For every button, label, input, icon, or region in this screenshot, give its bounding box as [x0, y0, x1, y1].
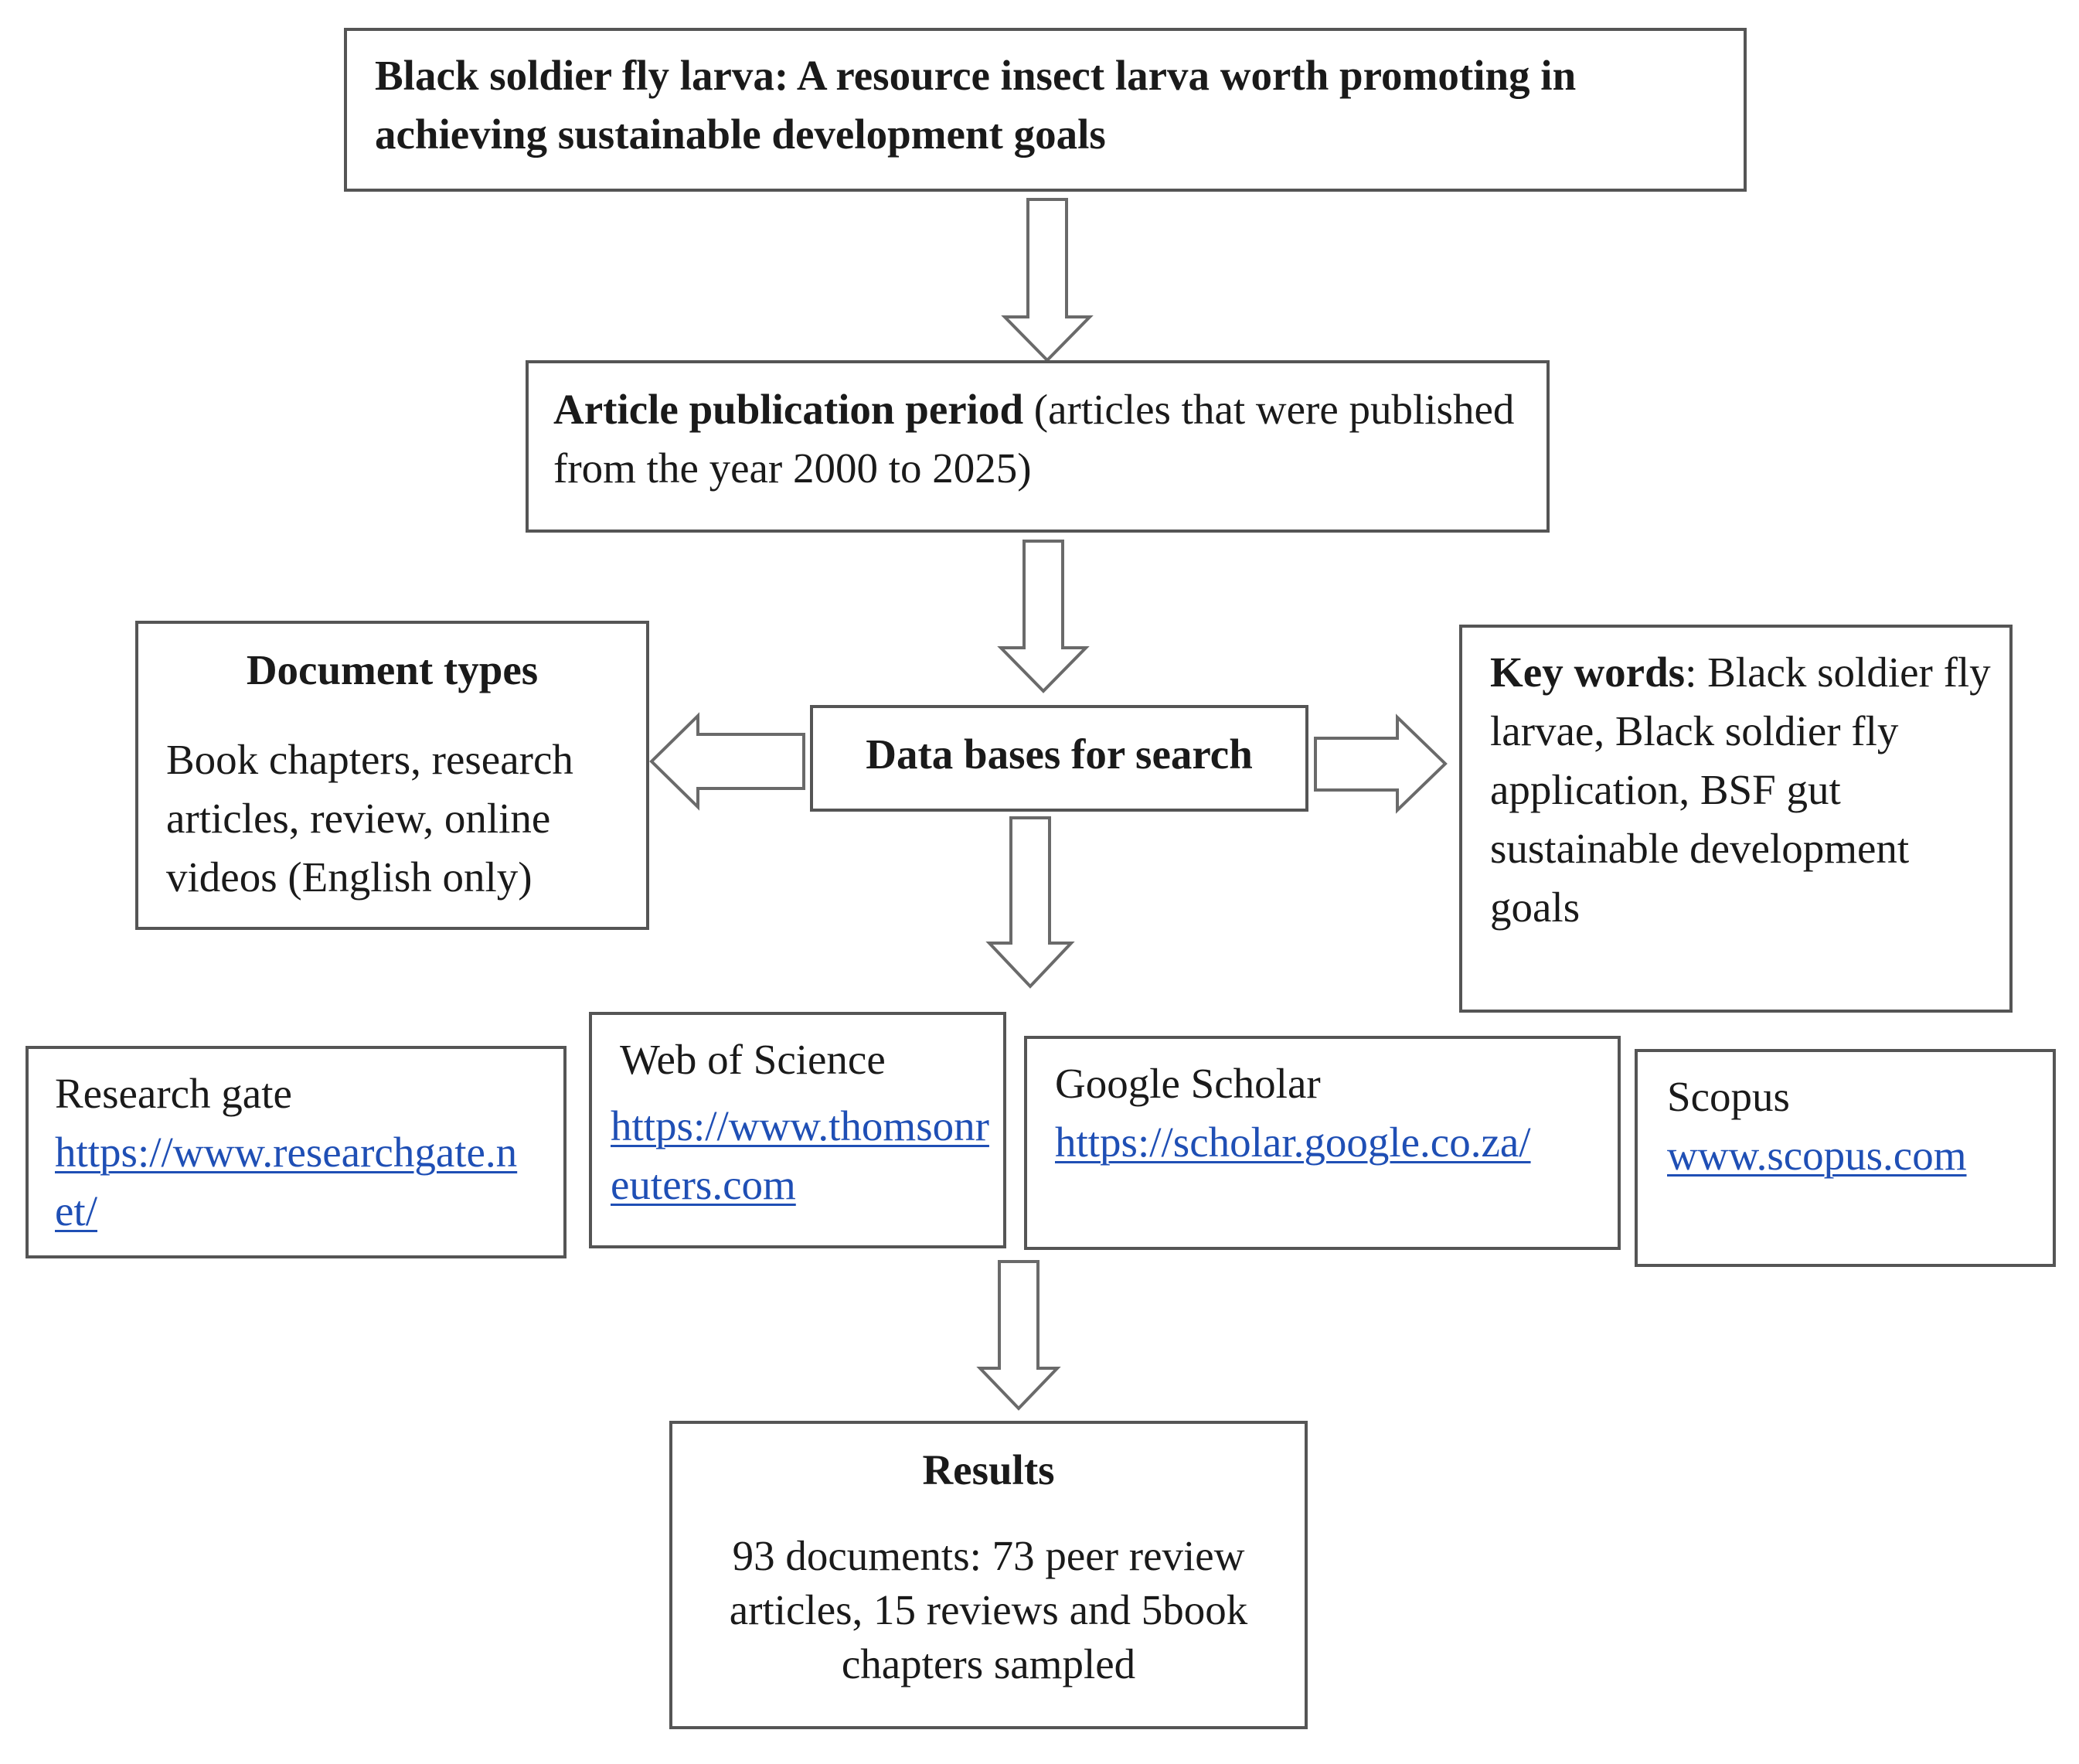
publication-period-detail: (articles that were published from the y…	[553, 386, 1515, 492]
keywords-text: Key words: Black soldier fly larvae, Bla…	[1490, 643, 1992, 937]
title-text: Black soldier fly larva: A resource inse…	[375, 52, 1577, 158]
keywords-label: Key words	[1490, 649, 1686, 696]
source-web-of-science-box: Web of Science https://www.thomsonreuter…	[589, 1012, 1006, 1248]
source-web-of-science-name: Web of Science	[620, 1036, 886, 1083]
source-research-gate-link-wrap: https://www.researchgate.net/	[55, 1123, 534, 1241]
source-research-gate-link[interactable]: https://www.researchgate.net/	[55, 1129, 518, 1234]
source-google-scholar-link[interactable]: https://scholar.google.co.za/	[1055, 1119, 1531, 1166]
arrow-down-4	[976, 1260, 1061, 1411]
results-text: 93 documents: 73 peer review articles, 1…	[729, 1532, 1248, 1687]
source-web-of-science-link-wrap: https://www.thomsonreuters.com	[611, 1097, 989, 1214]
arrow-down-3	[985, 816, 1075, 989]
publication-period-label: Article publication period	[553, 386, 1024, 433]
source-research-gate-name: Research gate	[55, 1070, 292, 1117]
source-scopus-link[interactable]: www.scopus.com	[1667, 1132, 1967, 1179]
document-types-box: Document types Book chapters, research a…	[135, 621, 649, 930]
arrow-down-1	[1001, 198, 1094, 363]
source-research-gate-box: Research gate https://www.researchgate.n…	[26, 1046, 567, 1258]
arrow-left	[649, 712, 805, 811]
document-types-heading: Document types	[246, 646, 539, 693]
document-types-text: Book chapters, research articles, review…	[166, 736, 573, 901]
results-heading: Results	[922, 1446, 1055, 1493]
source-web-of-science-link[interactable]: https://www.thomsonreuters.com	[611, 1102, 989, 1208]
source-google-scholar-link-wrap: https://scholar.google.co.za/	[1055, 1113, 1611, 1172]
source-scopus-link-wrap: www.scopus.com	[1667, 1126, 2046, 1185]
source-scopus-name: Scopus	[1667, 1073, 1790, 1120]
source-google-scholar-box: Google Scholar https://scholar.google.co…	[1024, 1036, 1621, 1250]
results-box: Results 93 documents: 73 peer review art…	[669, 1421, 1308, 1729]
title-box: Black soldier fly larva: A resource inse…	[344, 28, 1747, 192]
publication-period-box: Article publication period (articles tha…	[526, 360, 1550, 533]
arrow-down-2	[997, 540, 1090, 693]
arrow-right	[1314, 713, 1448, 814]
source-scopus-box: Scopus www.scopus.com	[1635, 1049, 2056, 1267]
keywords-list: : Black soldier fly larvae, Black soldie…	[1490, 649, 1991, 931]
publication-period-text: Article publication period (articles tha…	[553, 380, 1519, 498]
source-google-scholar-name: Google Scholar	[1055, 1060, 1321, 1107]
databases-box: Data bases for search	[810, 705, 1308, 812]
databases-label: Data bases for search	[866, 730, 1253, 778]
keywords-box: Key words: Black soldier fly larvae, Bla…	[1459, 625, 2013, 1013]
